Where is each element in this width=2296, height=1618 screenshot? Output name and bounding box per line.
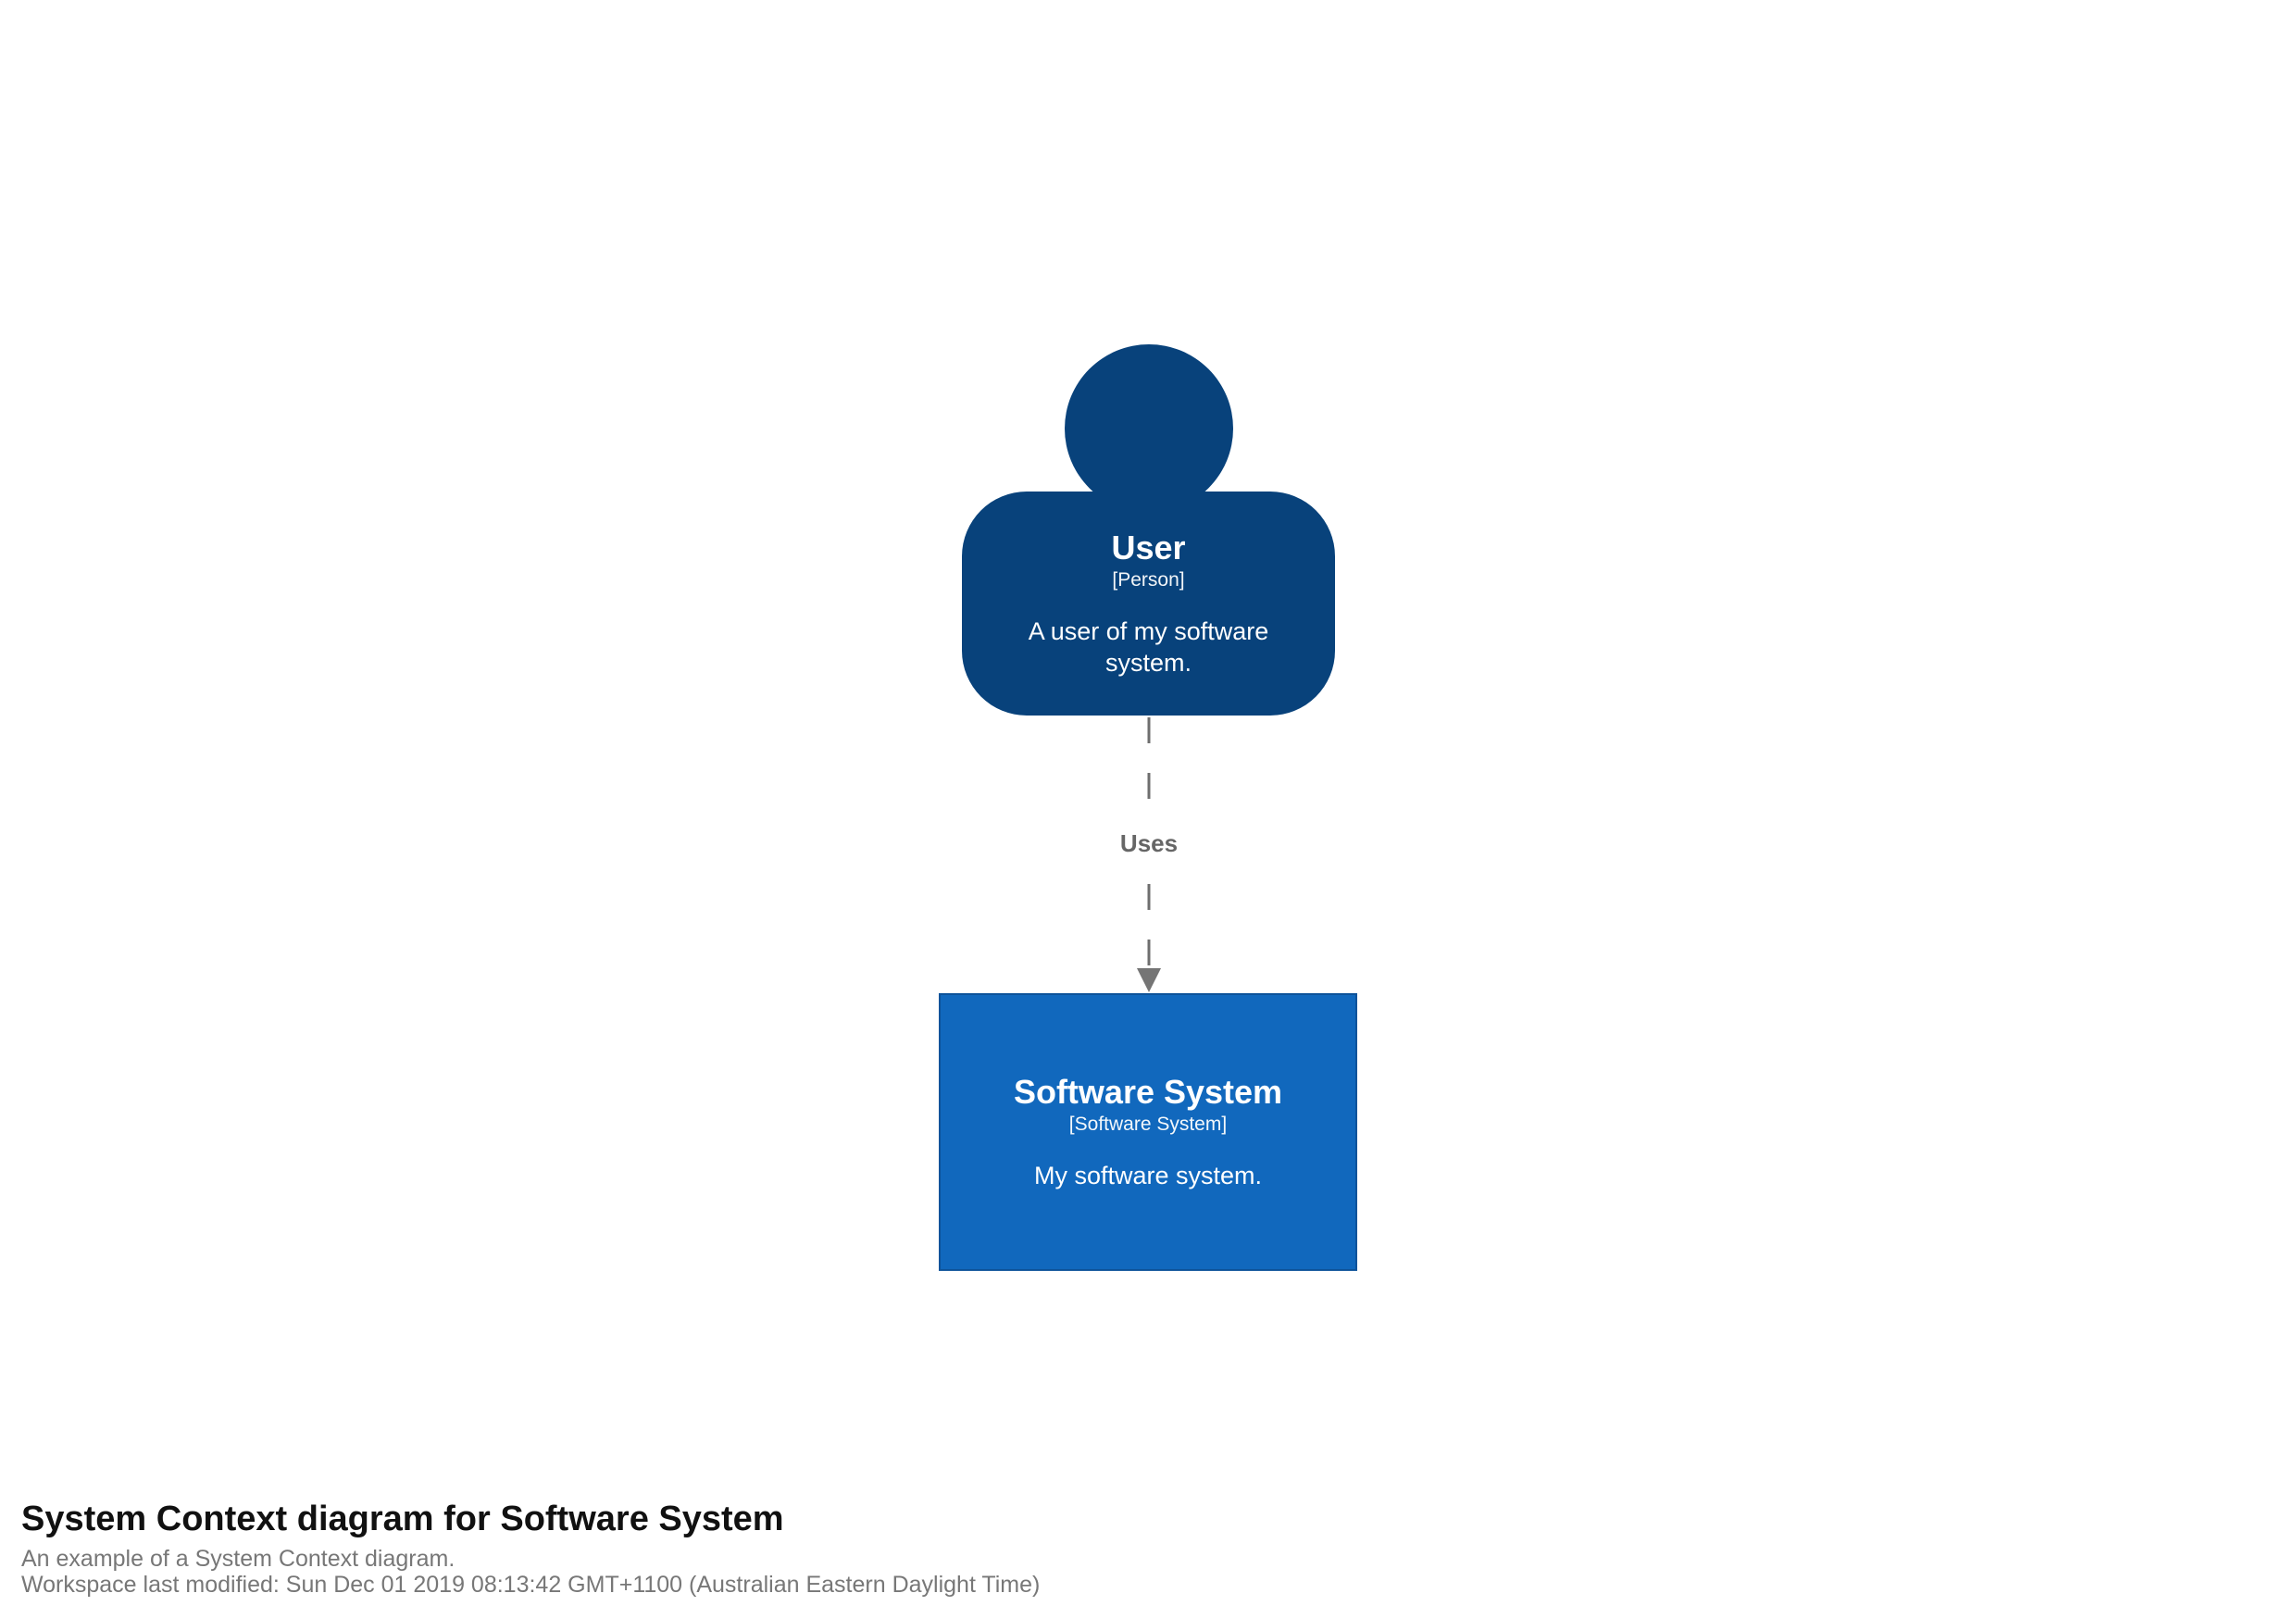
relationship-arrowhead-icon — [1137, 968, 1161, 992]
person-head-icon — [1065, 344, 1233, 513]
diagram-title: System Context diagram for Software Syst… — [21, 1500, 784, 1538]
person-name: User — [1111, 529, 1186, 566]
person-body: User [Person] A user of my software syst… — [962, 492, 1335, 716]
person-description: A user of my software system. — [1028, 617, 1269, 677]
system-node-software-system[interactable]: Software System [Software System] My sof… — [939, 993, 1357, 1271]
diagram-description: An example of a System Context diagram. — [21, 1546, 455, 1572]
relationship-label[interactable]: Uses — [1106, 824, 1192, 863]
system-name: Software System — [1013, 1073, 1283, 1111]
person-type-label: [Person] — [1112, 569, 1185, 591]
system-type-label: [Software System] — [1068, 1114, 1228, 1135]
system-description: My software system. — [1033, 1162, 1263, 1189]
diagram-metadata: System Context diagram for Software Syst… — [21, 1498, 1040, 1598]
workspace-last-modified: Workspace last modified: Sun Dec 01 2019… — [21, 1572, 1041, 1598]
